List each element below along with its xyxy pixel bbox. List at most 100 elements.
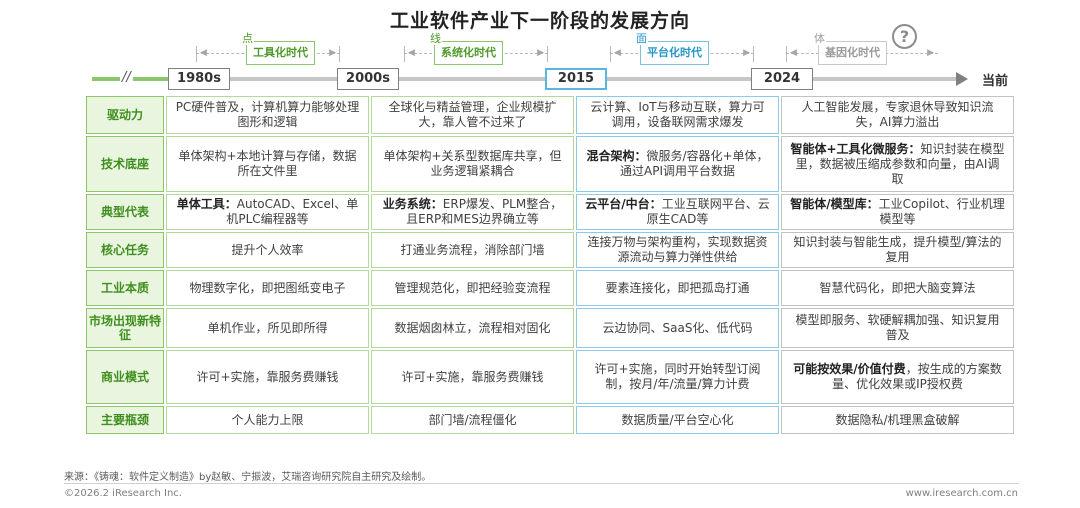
cell-bold-text: 智能体/模型库： <box>790 197 879 211</box>
cell-body-text: 微服务/容器化+单体，通过API调用平台数据 <box>620 149 769 178</box>
cell-text: 物理数字化，即把图纸变电子 <box>189 281 345 296</box>
website-link[interactable]: www.iresearch.com.cn <box>905 488 1018 499</box>
cell-body-text: 智慧代码化，即把大脑变算法 <box>819 280 976 295</box>
cell-body-text: 部门墙/流程僵化 <box>428 412 517 427</box>
cell-text: 许可+实施，同时开始转型订阅制，按月/年/流量/算力计费 <box>585 362 770 392</box>
cell-body-text: 单机作业，所见即所得 <box>207 320 328 335</box>
cell-body-text: 云边协同、SaaS化、低代码 <box>602 320 753 335</box>
cell-bold-text: 智能体+工具化微服务： <box>790 141 921 156</box>
row-label: 工业本质 <box>86 270 164 306</box>
table-cell: 可能按效果/价值付费，按生成的方案数量、优化效果或IP授权费 <box>781 350 1014 404</box>
cell-text: 连接万物与架构重构，实现数据资源流动与算力弹性供给 <box>585 235 770 265</box>
stage-char: 点 <box>241 32 254 45</box>
cell-text: PC硬件普及，计算机算力能够处理图形和逻辑 <box>175 100 360 130</box>
row-label: 技术底座 <box>86 136 164 192</box>
table-cell: 云平台/中台：工业互联网平台、云原生CAD等 <box>576 194 779 230</box>
stage-char: 体 <box>813 32 826 45</box>
table-cell: 混合架构：微服务/容器化+单体，通过API调用平台数据 <box>576 136 779 192</box>
row-label: 驱动力 <box>86 96 164 134</box>
source-note: 来源：《铸魂：软件定义制造》by赵敏、宁振波，艾瑞咨询研究院自主研究及绘制。 <box>64 472 432 483</box>
table-cell: 知识封装与智能生成，提升模型/算法的复用 <box>781 232 1014 268</box>
copyright: ©2026.2 iResearch Inc. <box>64 488 182 499</box>
cell-body-text: 管理规范化，即把经验变流程 <box>394 280 551 295</box>
row-label: 市场出现新特征 <box>86 308 164 348</box>
cell-body-text: AutoCAD、Excel、单机PLC编程器等 <box>226 197 359 226</box>
cell-text: 全球化与精益管理，企业规模扩大，靠人管不过来了 <box>380 100 565 130</box>
question-circle-icon: ? <box>892 24 917 49</box>
cell-body-text: PC硬件普及，计算机算力能够处理图形和逻辑 <box>175 100 360 129</box>
row-label: 核心任务 <box>86 232 164 268</box>
table-cell: 模型即服务、软硬解耦加强、知识复用普及 <box>781 308 1014 348</box>
cell-text: 模型即服务、软硬解耦加强、知识复用普及 <box>790 313 1005 343</box>
cell-text: 个人能力上限 <box>231 413 303 428</box>
cell-bold-text: 混合架构： <box>586 149 647 163</box>
year-marker: 1980s <box>168 68 230 90</box>
table-cell: 要素连接化，即把孤岛打通 <box>576 270 779 306</box>
cell-body-text: 云计算、IoT与移动互联，算力可调用，设备联网需求爆发 <box>590 100 765 129</box>
stage-char: 面 <box>635 32 648 45</box>
cell-text: 管理规范化，即把经验变流程 <box>394 281 550 296</box>
table-cell: 智慧代码化，即把大脑变算法 <box>781 270 1014 306</box>
cell-text: 智能体+工具化微服务：知识封装在模型里，数据被压缩成参数和向量，由AI调取 <box>790 142 1005 187</box>
table-cell: 单体架构+本地计算与存储，数据所在文件里 <box>166 136 369 192</box>
table-cell: PC硬件普及，计算机算力能够处理图形和逻辑 <box>166 96 369 134</box>
cell-text: 单机作业，所见即所得 <box>207 321 327 336</box>
table-cell: 许可+实施，靠服务费赚钱 <box>371 350 574 404</box>
cell-bold-text: 业务系统： <box>382 197 443 211</box>
cell-text: 业务系统：ERP爆发、PLM整合，且ERP和MES边界确立等 <box>380 197 565 227</box>
table-cell: 云边协同、SaaS化、低代码 <box>576 308 779 348</box>
cell-body-text: 知识封装在模型里，数据被压缩成参数和向量，由AI调取 <box>795 141 1005 186</box>
table-cell: 单体架构+关系型数据库共享，但业务逻辑紧耦合 <box>371 136 574 192</box>
table-cell: 许可+实施，靠服务费赚钱 <box>166 350 369 404</box>
cell-text: 知识封装与智能生成，提升模型/算法的复用 <box>790 235 1005 265</box>
cell-text: 数据质量/平台空心化 <box>621 413 733 428</box>
cell-text: 数据隐私/机理黑盒破解 <box>835 413 959 428</box>
year-marker: 2015 <box>545 68 607 90</box>
table-cell: 业务系统：ERP爆发、PLM整合，且ERP和MES边界确立等 <box>371 194 574 230</box>
cell-body-text: 工业Copilot、行业机理模型等 <box>878 197 1005 226</box>
cell-body-text: ERP爆发、PLM整合，且ERP和MES边界确立等 <box>406 197 563 226</box>
footer-divider <box>64 483 1019 484</box>
cell-body-text: 单体架构+关系型数据库共享，但业务逻辑紧耦合 <box>383 149 562 178</box>
cell-text: 混合架构：微服务/容器化+单体，通过API调用平台数据 <box>585 149 770 179</box>
table-cell: 云计算、IoT与移动互联，算力可调用，设备联网需求爆发 <box>576 96 779 134</box>
cell-body-text: 许可+实施，靠服务费赚钱 <box>196 369 339 384</box>
cell-text: 单体架构+本地计算与存储，数据所在文件里 <box>175 149 360 179</box>
cell-text: 要素连接化，即把孤岛打通 <box>605 281 749 296</box>
cell-body-text: 工业互联网平台、云原生CAD等 <box>646 197 770 226</box>
cell-bold-text: 可能按效果/价值付费 <box>793 362 906 376</box>
cell-text: 云计算、IoT与移动互联，算力可调用，设备联网需求爆发 <box>585 100 770 130</box>
comparison-table: 驱动力 PC硬件普及，计算机算力能够处理图形和逻辑全球化与精益管理，企业规模扩大，… <box>86 96 1014 434</box>
table-cell: 人工智能发展，专家退休导致知识流失，AI算力溢出 <box>781 96 1014 134</box>
page-title: 工业软件产业下一阶段的发展方向 <box>389 10 690 32</box>
table-cell: 提升个人效率 <box>166 232 369 268</box>
table-cell: 单机作业，所见即所得 <box>166 308 369 348</box>
stage-char: 线 <box>429 32 442 45</box>
year-marker: 2024 <box>751 68 813 90</box>
stage-label-tools: 点 工具化时代 <box>241 32 315 65</box>
timeline-end-label: 当前 <box>982 74 1009 89</box>
table-cell: 管理规范化，即把经验变流程 <box>371 270 574 306</box>
cell-text: 部门墙/流程僵化 <box>428 413 516 428</box>
cell-text: 打通业务流程，消除部门墙 <box>400 243 544 258</box>
year-marker: 2000s <box>337 68 399 90</box>
cell-text: 云边协同、SaaS化、低代码 <box>603 321 753 336</box>
cell-text: 提升个人效率 <box>231 243 303 258</box>
cell-body-text: 模型即服务、软硬解耦加强、知识复用普及 <box>795 313 1000 342</box>
table-cell: 数据隐私/机理黑盒破解 <box>781 406 1014 434</box>
cell-text: 智慧代码化，即把大脑变算法 <box>819 281 975 296</box>
stage-label-systems: 线 系统化时代 <box>429 32 503 65</box>
cell-body-text: 单体架构+本地计算与存储，数据所在文件里 <box>178 149 357 178</box>
cell-text: 许可+实施，靠服务费赚钱 <box>196 370 338 385</box>
cell-body-text: 知识封装与智能生成，提升模型/算法的复用 <box>793 235 1002 264</box>
cell-text: 人工智能发展，专家退休导致知识流失，AI算力溢出 <box>790 100 1005 130</box>
table-cell: 全球化与精益管理，企业规模扩大，靠人管不过来了 <box>371 96 574 134</box>
table-cell: 数据烟囱林立，流程相对固化 <box>371 308 574 348</box>
cell-bold-text: 云平台/中台： <box>585 197 662 211</box>
row-label: 主要瓶颈 <box>86 406 164 434</box>
cell-body-text: 人工智能发展，专家退休导致知识流失，AI算力溢出 <box>801 100 994 129</box>
stage-label-gene: 体 基因化时代 <box>813 32 887 65</box>
table-cell: 智能体/模型库：工业Copilot、行业机理模型等 <box>781 194 1014 230</box>
cell-body-text: 数据隐私/机理黑盒破解 <box>835 412 960 427</box>
cell-text: 可能按效果/价值付费，按生成的方案数量、优化效果或IP授权费 <box>790 362 1005 392</box>
